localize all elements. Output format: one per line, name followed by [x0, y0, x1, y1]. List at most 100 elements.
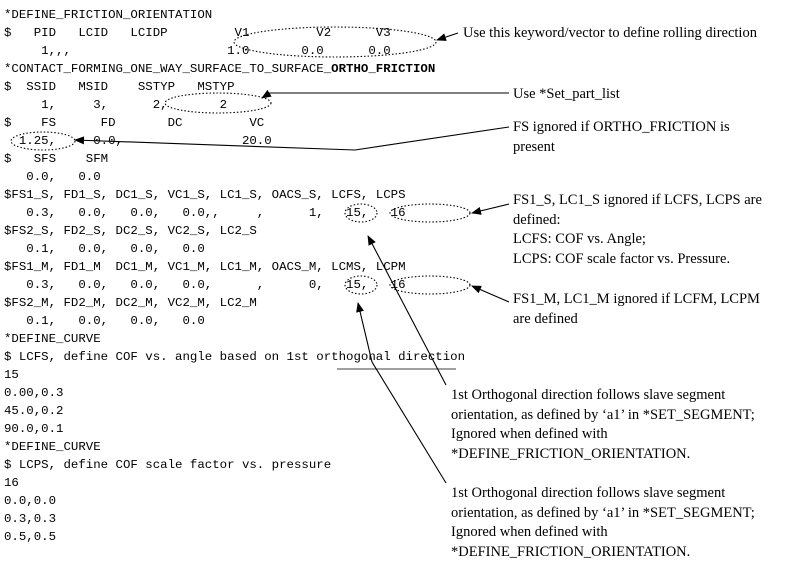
note-fs-ignored: FS ignored if ORTHO_FRICTION is present [513, 118, 730, 157]
ellipse-oacs-s [344, 203, 378, 223]
code-line-text: $ PID LCID LCIDP V1 V2 V3 [4, 26, 391, 40]
arrow-orth-slave [367, 235, 447, 386]
code-line-text: 0.1, 0.0, 0.0, 0.0 [4, 314, 205, 328]
code-line: $ SSID MSID SSTYP MSTYP [4, 78, 465, 96]
code-line-text: 0.0, 0.0 [4, 170, 101, 184]
arrow-rolling [436, 32, 459, 41]
note-line: LCFS: COF vs. Angle; [513, 231, 646, 247]
code-line-text: *DEFINE_FRICTION_ORIENTATION [4, 8, 213, 22]
note-line: 1st Orthogonal direction follows slave s… [451, 485, 726, 501]
code-line: 0.5,0.5 [4, 528, 465, 546]
ellipse-sstyp-msstyp [164, 92, 272, 114]
code-line-text: $ FS FD DC VC [4, 116, 265, 130]
code-line: $FS1_S, FD1_S, DC1_S, VC1_S, LC1_S, OACS… [4, 186, 465, 204]
code-line: *CONTACT_FORMING_ONE_WAY_SURFACE_TO_SURF… [4, 60, 465, 78]
note-line: LCPS: COF scale factor vs. Pressure. [513, 250, 731, 267]
ellipse-vector [233, 26, 437, 58]
code-line-text: $ LCPS, define COF scale factor vs. pres… [4, 458, 332, 472]
code-line: 1,,, 1.0 0.0 0.0 [4, 42, 465, 60]
note-line: defined: [513, 211, 561, 228]
note-line: FS ignored if ORTHO_FRICTION is [513, 119, 730, 135]
note-line: FS1_M, LC1_M ignored if LCFM, LCPM [513, 291, 760, 307]
code-line-text: 1,,, 1.0 0.0 0.0 [4, 44, 391, 58]
code-line-text: 16 [4, 476, 19, 490]
code-line-bold: ORTHO_FRICTION [331, 62, 436, 76]
code-line-text: 90.0,0.1 [4, 422, 64, 436]
note-slave-ignored: FS1_S, LC1_S ignored if LCFS, LCPS are de… [513, 191, 762, 269]
note-line: *DEFINE_FRICTION_ORIENTATION. [451, 445, 691, 462]
code-line-text: 0.3, 0.0, 0.0, 0.0, , 0, 15, 16 [4, 278, 406, 292]
code-line: $ SFS SFM [4, 150, 465, 168]
note-master-ignored: FS1_M, LC1_M ignored if LCFM, LCPM are de… [513, 290, 760, 329]
code-line-text: 1, 3, 2, 2 [4, 98, 228, 112]
code-line: 0.1, 0.0, 0.0, 0.0 [4, 312, 465, 330]
code-line: $ PID LCID LCIDP V1 V2 V3 [4, 24, 465, 42]
code-line-text: $FS1_M, FD1_M DC1_M, VC1_M, LC1_M, OACS_… [4, 260, 406, 274]
note-line: Ignored when defined with [451, 524, 608, 540]
code-line-text: 0.1, 0.0, 0.0, 0.0 [4, 242, 205, 256]
ellipse-lcms-lcpm [389, 275, 471, 295]
code-line: 0.3, 0.0, 0.0, 0.0, , 0, 15, 16 [4, 276, 465, 294]
code-line: 0.1, 0.0, 0.0, 0.0 [4, 240, 465, 258]
code-line: *DEFINE_CURVE [4, 438, 465, 456]
code-line-text: *DEFINE_CURVE [4, 332, 101, 346]
note-line: *DEFINE_FRICTION_ORIENTATION. [451, 543, 691, 560]
note-orthogonal-master: 1st Orthogonal direction follows slave s… [451, 484, 755, 562]
note-line: orientation, as defined by ‘a1’ in *SET_… [451, 504, 755, 521]
code-line: $ FS FD DC VC [4, 114, 465, 132]
note-rolling-direction: Use this keyword/vector to define rollin… [463, 24, 757, 44]
code-line: 0.0,0.0 [4, 492, 465, 510]
code-line-text: $ LCFS, define COF vs. angle based on 1s… [4, 350, 466, 364]
note-set-part-list: Use *Set_part_list [513, 85, 620, 105]
code-line-text: $FS2_M, FD2_M, DC2_M, VC2_M, LC2_M [4, 296, 257, 310]
code-line: 0.0, 0.0 [4, 168, 465, 186]
note-line: FS1_S, LC1_S ignored if LCFS, LCPS are [513, 192, 762, 208]
note-line: orientation, as defined by ‘a1’ in *SET_… [451, 406, 755, 423]
code-line-text: 0.0,0.0 [4, 494, 57, 508]
code-line: 0.00,0.3 [4, 384, 465, 402]
arrow-orth-master [356, 302, 447, 484]
code-line: 1, 3, 2, 2 [4, 96, 465, 114]
arrow-fs [74, 126, 510, 151]
note-line: present [513, 138, 555, 155]
code-line: *DEFINE_FRICTION_ORIENTATION [4, 6, 465, 24]
ellipse-fs [10, 131, 76, 151]
code-line: 0.3,0.3 [4, 510, 465, 528]
code-line: 0.3, 0.0, 0.0, 0.0,, , 1, 15, 16 [4, 204, 465, 222]
code-line: 15 [4, 366, 465, 384]
note-line: are defined [513, 310, 578, 327]
code-line-text: 0.5,0.5 [4, 530, 57, 544]
code-line-text: 0.3,0.3 [4, 512, 57, 526]
code-line-text: 45.0,0.2 [4, 404, 64, 418]
code-line-text: $FS1_S, FD1_S, DC1_S, VC1_S, LC1_S, OACS… [4, 188, 406, 202]
code-line-text: $FS2_S, FD2_S, DC2_S, VC2_S, LC2_S [4, 224, 257, 238]
note-line: Use *Set_part_list [513, 86, 620, 102]
code-line-text: *DEFINE_CURVE [4, 440, 101, 454]
keyword-code-block: *DEFINE_FRICTION_ORIENTATION $ PID LCID L… [4, 6, 465, 546]
note-orthogonal-slave: 1st Orthogonal direction follows slave s… [451, 386, 755, 464]
code-line: 45.0,0.2 [4, 402, 465, 420]
arrow-master-ignored [471, 285, 510, 303]
arrow-slave-ignored [471, 203, 510, 215]
code-line: $FS1_M, FD1_M DC1_M, VC1_M, LC1_M, OACS_… [4, 258, 465, 276]
code-line: $ LCPS, define COF scale factor vs. pres… [4, 456, 465, 474]
code-line: 16 [4, 474, 465, 492]
code-line: $FS2_S, FD2_S, DC2_S, VC2_S, LC2_S [4, 222, 465, 240]
code-line-text: 0.00,0.3 [4, 386, 64, 400]
code-line: $ LCFS, define COF vs. angle based on 1s… [4, 348, 465, 366]
arrow-set-part [261, 89, 509, 99]
note-line: Ignored when defined with [451, 426, 608, 442]
code-line-text: $ SSID MSID SSTYP MSTYP [4, 80, 235, 94]
note-line: 1st Orthogonal direction follows slave s… [451, 387, 726, 403]
ellipse-oacs-m [344, 275, 378, 295]
code-line-text: *CONTACT_FORMING_ONE_WAY_SURFACE_TO_SURF… [4, 62, 332, 76]
code-line: 90.0,0.1 [4, 420, 465, 438]
code-line-text: 15 [4, 368, 19, 382]
code-line-text: $ SFS SFM [4, 152, 109, 166]
note-line: Use this keyword/vector to define rollin… [463, 25, 757, 41]
code-line-text: 0.3, 0.0, 0.0, 0.0,, , 1, 15, 16 [4, 206, 406, 220]
code-line: *DEFINE_CURVE [4, 330, 465, 348]
code-line: $FS2_M, FD2_M, DC2_M, VC2_M, LC2_M [4, 294, 465, 312]
ellipse-lcfs-lcps [389, 203, 471, 223]
